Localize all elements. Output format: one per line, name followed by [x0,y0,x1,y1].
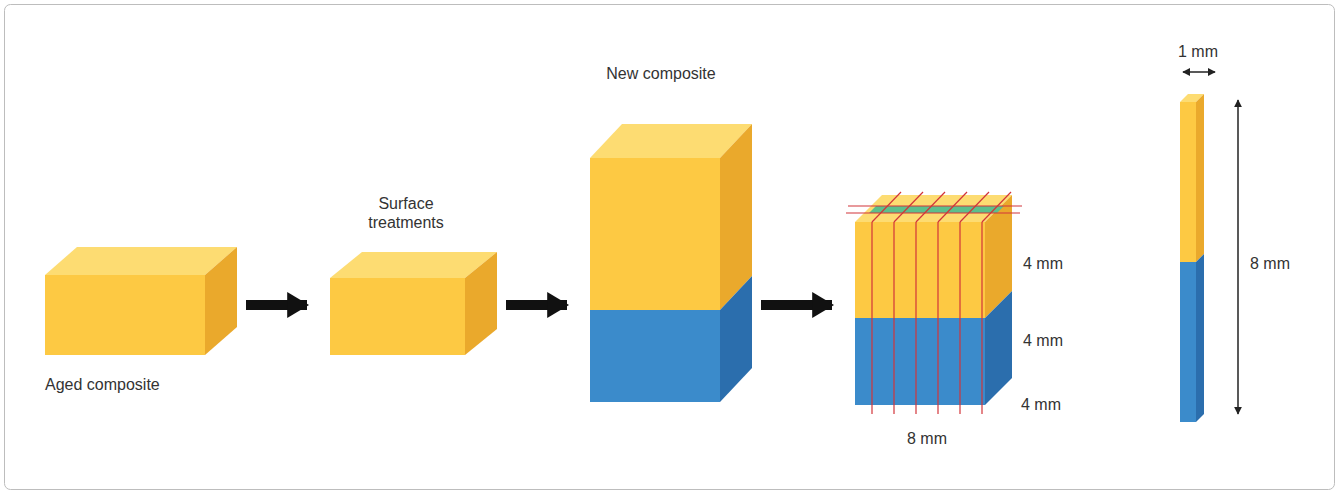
bonded-block [590,124,752,402]
step-label: New composite [606,64,716,83]
step-label: Aged composite [45,375,237,394]
beam-section [869,206,1004,213]
treated-block [330,252,497,355]
specimen-block: Aged composite [45,247,237,355]
dimension-label: 4 mm [1021,395,1081,414]
frame [5,5,1335,490]
sectioned-block [846,192,1022,414]
process-arrow [761,300,832,310]
process-arrow [506,300,567,310]
dimension-label: 4 mm [1023,254,1083,273]
specimen-block: Surface treatments [330,252,497,355]
step-label: Surface treatments [346,194,466,232]
aged-block [45,247,237,355]
specimen-block: New composite [590,124,752,402]
dimension-label: 1 mm [1178,42,1218,61]
specimen-block: 4 mm4 mm4 mm8 mm [855,195,1012,405]
process-arrow [246,300,307,310]
dimension-label: 8 mm [907,429,967,448]
length-dimension [1237,100,1239,414]
dimension-label: 4 mm [1023,331,1083,350]
dimension-label: 8 mm [1250,254,1290,273]
cut-lines [846,192,1022,414]
stick-specimen [1180,94,1204,422]
width-dimension [1183,71,1215,73]
